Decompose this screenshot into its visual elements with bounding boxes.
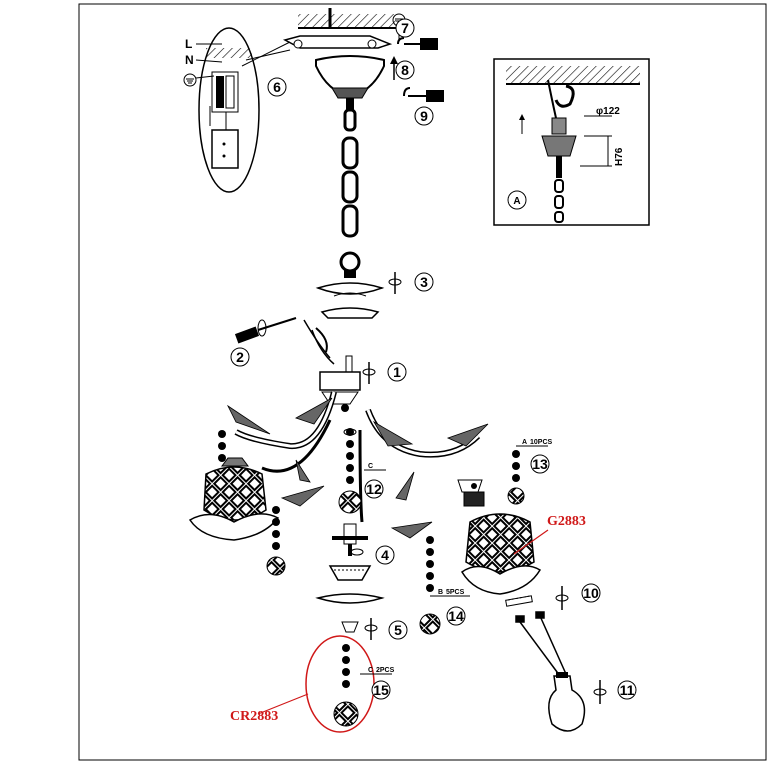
- step-2-number: 2: [236, 349, 244, 365]
- step-11-number: 11: [620, 682, 635, 698]
- finial: [341, 621, 359, 633]
- step-14-number: 14: [448, 608, 464, 624]
- drawing-frame: [78, 3, 767, 761]
- rotate-icon: [362, 362, 376, 384]
- step-15-marker: 15: [371, 680, 391, 700]
- canopy-height: H76: [614, 147, 625, 166]
- step-3-marker: 3: [414, 272, 434, 292]
- step-3-number: 3: [420, 274, 428, 290]
- rotate-icon: [343, 428, 357, 436]
- screwdriver-icon: [234, 317, 297, 344]
- bom-c-strand-letter: C: [368, 667, 373, 674]
- leaf-decorations: [226, 397, 489, 539]
- crystal-drop-c: [333, 701, 359, 727]
- wire-label-n: N: [185, 53, 194, 67]
- step-7-marker: 7: [395, 18, 415, 38]
- step-7-number: 7: [401, 20, 409, 36]
- wiring-detail: [198, 27, 291, 193]
- canopy-diameter: φ122: [596, 106, 620, 117]
- right-shade: [461, 513, 542, 595]
- step-12-number: 12: [366, 481, 382, 497]
- bom-c-strand-qty: 2PCS: [376, 667, 395, 674]
- step-5-marker: 5: [388, 620, 408, 640]
- step-15-number: 15: [373, 682, 389, 698]
- step-14-marker: 14: [446, 606, 466, 626]
- step-8-marker: 8: [395, 60, 415, 80]
- crystal-part-number: CR2883: [230, 709, 278, 724]
- crystal-drops: [266, 487, 525, 635]
- bom-a-letter: A: [522, 439, 527, 446]
- step-13-number: 13: [532, 456, 548, 472]
- wire-label-l: L: [185, 37, 192, 51]
- lamp-socket: [457, 479, 485, 507]
- step-11-marker: 11: [617, 680, 637, 700]
- bom-b-qty: 5PCS: [446, 589, 465, 596]
- bom-c-letter: C: [368, 463, 373, 470]
- step-6-marker: 6: [267, 77, 287, 97]
- step-8-number: 8: [401, 62, 409, 78]
- rotate-icon: [364, 618, 378, 640]
- up-arrow-icon: [390, 56, 398, 80]
- shade-part-number: G2883: [547, 514, 586, 529]
- socket-and-bobeche: [315, 523, 385, 604]
- body-cup: [303, 307, 380, 365]
- crystal-strand-c: [342, 644, 350, 688]
- step-2-marker: 2: [230, 347, 250, 367]
- step-9-number: 9: [420, 108, 428, 124]
- central-hub: [319, 355, 361, 412]
- step-1-number: 1: [393, 364, 401, 380]
- hook-screw-icon: [403, 87, 444, 102]
- detail-label: A: [513, 196, 520, 207]
- screw-icon: [397, 37, 438, 50]
- detail-a-box: A: [493, 58, 650, 226]
- bom-b-letter: B: [438, 589, 443, 596]
- crystal-strands: [218, 428, 520, 592]
- loop-and-cup: [315, 251, 385, 297]
- clip: [505, 595, 533, 607]
- step-4-marker: 4: [375, 545, 395, 565]
- step-10-marker: 10: [581, 583, 601, 603]
- chain: [341, 108, 359, 238]
- ground-icon: [183, 73, 215, 87]
- rotate-icon: [593, 680, 607, 704]
- rotate-icon: [555, 586, 569, 610]
- step-4-number: 4: [381, 547, 389, 563]
- rotate-icon: [388, 272, 402, 294]
- left-shade: [188, 457, 280, 541]
- step-6-number: 6: [273, 79, 281, 95]
- bulb-wires: [515, 611, 567, 677]
- step-9-marker: 9: [414, 106, 434, 126]
- step-5-number: 5: [394, 622, 402, 638]
- step-10-number: 10: [583, 585, 599, 601]
- bom-a-qty: 10PCS: [530, 439, 553, 446]
- ceiling-mount: [282, 8, 396, 49]
- rotate-icon: [350, 548, 364, 556]
- step-12-marker: 12: [364, 479, 384, 499]
- step-13-marker: 13: [530, 454, 550, 474]
- step-1-marker: 1: [387, 362, 407, 382]
- canopy: [315, 55, 385, 110]
- light-bulb-icon: [548, 672, 586, 732]
